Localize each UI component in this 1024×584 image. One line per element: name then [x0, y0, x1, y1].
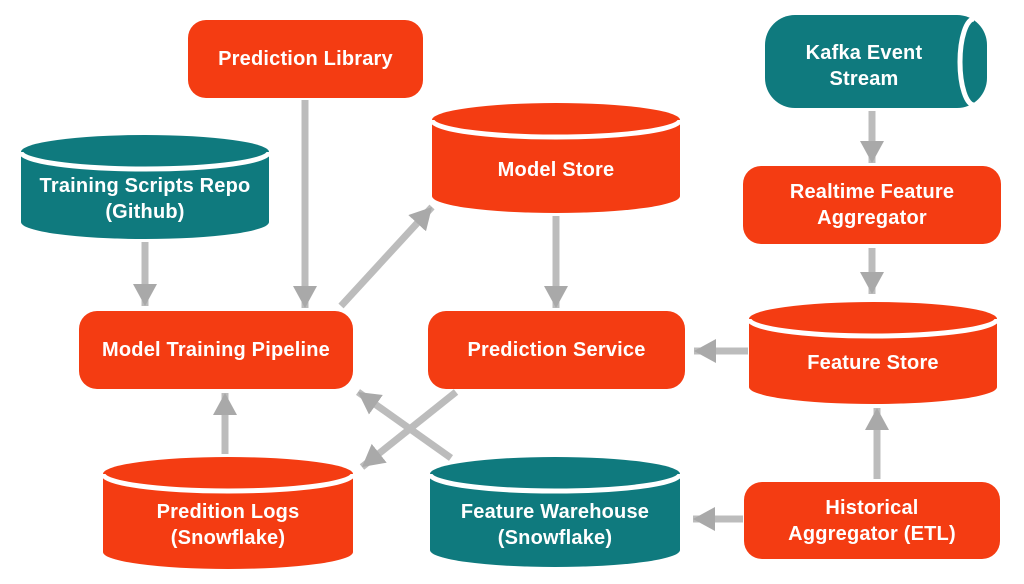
edge-model-training-pipeline-to-model-store [338, 204, 435, 309]
model-store-cylinder [429, 103, 683, 213]
node-model-training-pipeline: Model Training Pipeline [79, 311, 353, 389]
node-historical-aggregator: Historical Aggregator (ETL) [744, 482, 1000, 559]
edges-layer [133, 100, 889, 531]
node-model-store-label: Model Store [497, 159, 615, 181]
kafka-event-stream-cylinder [765, 15, 987, 108]
node-realtime-feature-aggregator: Realtime Feature Aggregator [743, 166, 1001, 244]
feature-warehouse-cylinder [427, 457, 683, 567]
node-feature-store-label: Feature Store [807, 352, 939, 374]
node-feature-warehouse-label: Feature Warehouse (Snowflake) [460, 501, 650, 549]
edge-prediction-service-to-predition-logs [359, 389, 459, 470]
node-prediction-service: Prediction Service [428, 311, 685, 389]
node-prediction-library: Prediction Library [188, 20, 423, 98]
predition-logs-cylinder [100, 457, 356, 569]
node-predition-logs-label: Predition Logs (Snowflake) [156, 501, 300, 549]
training-scripts-repo-cylinder [18, 135, 272, 239]
node-kafka-event-stream-label: Kafka Event Stream [805, 42, 923, 90]
edge-feature-warehouse-to-model-training-pipeline [355, 389, 454, 461]
feature-store-cylinder [746, 302, 1000, 404]
node-training-scripts-repo-label: Training Scripts Repo (Github) [39, 175, 251, 223]
